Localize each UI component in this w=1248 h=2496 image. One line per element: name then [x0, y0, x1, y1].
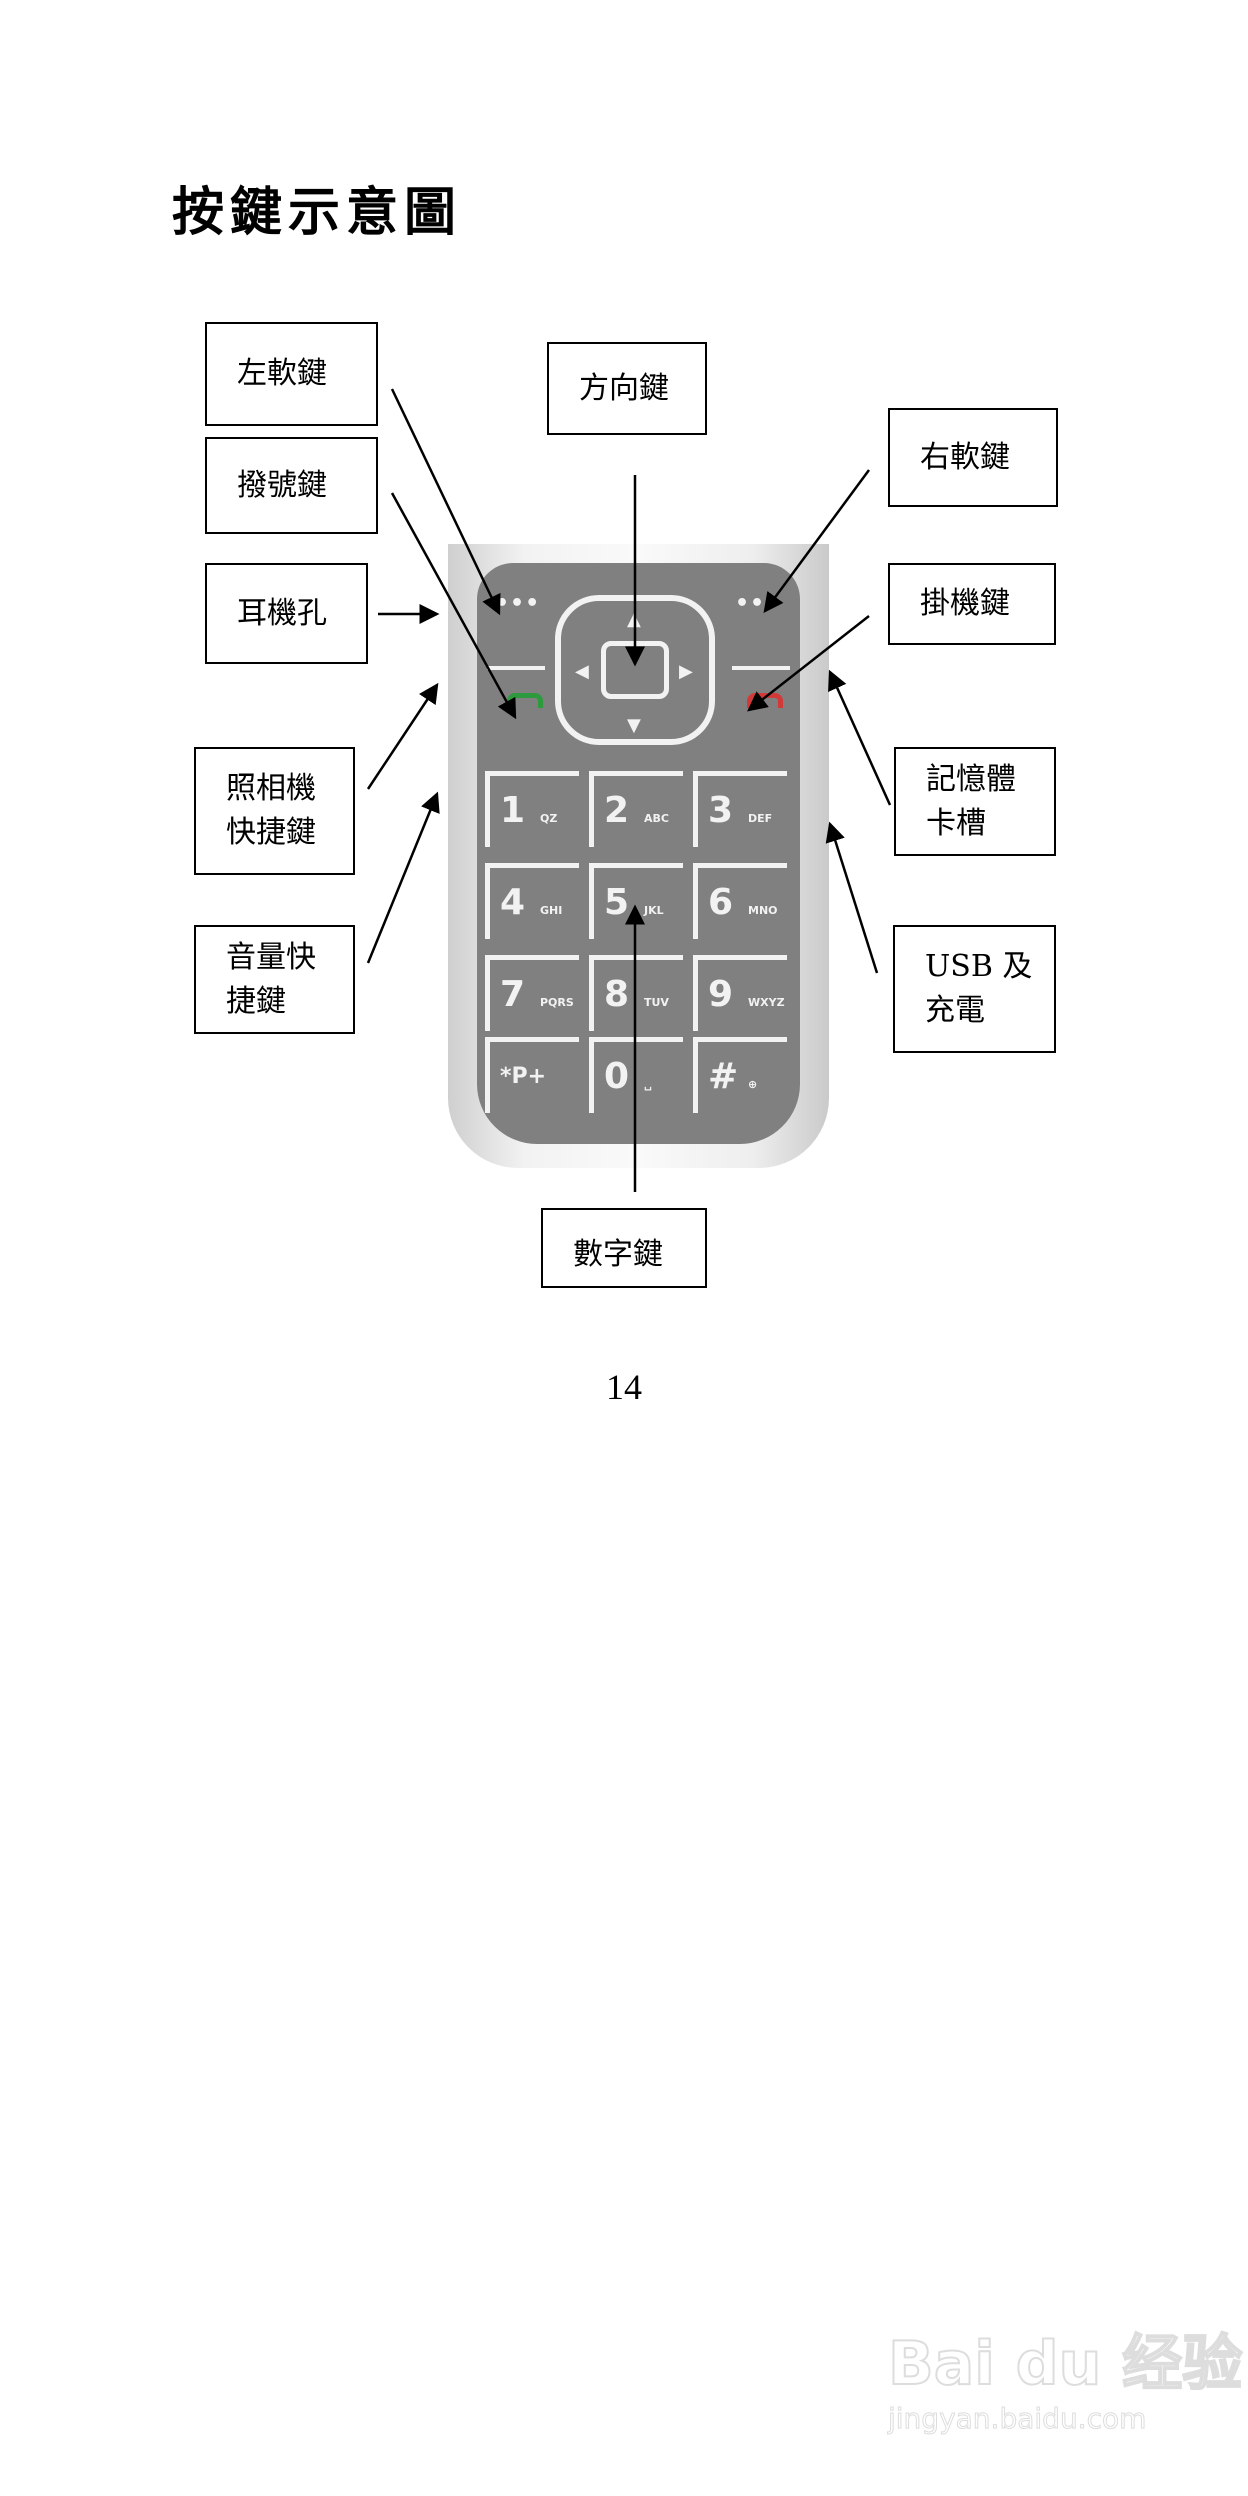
- label-text: 音量快: [226, 939, 316, 975]
- baidu-watermark: Bai du 经验 jingyan.baidu.com: [887, 2315, 1243, 2436]
- nav-ring: ▲ ▼ ◀ ▶: [555, 595, 715, 745]
- key-letters: PQRS: [540, 996, 574, 1009]
- key-letters: MNO: [748, 904, 778, 917]
- label-text: 卡槽: [926, 805, 986, 841]
- key-letters: GHI: [540, 904, 563, 917]
- label-text: 數字鍵: [573, 1237, 663, 1272]
- page-title: 按鍵示意圖: [172, 182, 463, 243]
- label-text: 左軟鍵: [237, 356, 327, 391]
- label-text: 掛機鍵: [920, 586, 1010, 621]
- label-earphone-jack: 耳機孔: [205, 563, 368, 664]
- arrow-down-icon: ▼: [627, 715, 641, 736]
- label-memory-card-slot: 記憶體卡槽: [894, 747, 1056, 856]
- key-digit: *P+: [500, 1064, 547, 1089]
- key-digit: 9: [708, 974, 734, 1015]
- key-letters: TUV: [644, 996, 669, 1009]
- key-letters: DEF: [748, 812, 773, 825]
- key-letters: WXYZ: [748, 996, 785, 1009]
- arrow-memory: [828, 669, 892, 806]
- key-digit: 2: [604, 790, 630, 831]
- arrow-usb: [825, 821, 879, 974]
- key-11: #⊕: [693, 1037, 787, 1113]
- label-camera-shortcut: 照相機快捷鍵: [194, 747, 355, 875]
- arrow-left-icon: ◀: [575, 661, 589, 682]
- divider: [487, 666, 545, 670]
- label-text: 照相機: [226, 771, 316, 806]
- key-letters: JKL: [644, 904, 664, 917]
- label-text: 方向鍵: [579, 370, 669, 406]
- label-text: 耳機孔: [237, 595, 327, 631]
- key-digit: #: [708, 1056, 739, 1097]
- nav-center-key: [601, 641, 669, 699]
- label-number-keys: 數字鍵: [541, 1208, 707, 1288]
- label-text: 右軟鍵: [920, 439, 1010, 475]
- left-soft-key: •••: [495, 591, 541, 616]
- key-digit: 3: [708, 790, 734, 831]
- label-dial-key: 撥號鍵: [205, 437, 378, 534]
- key-letters: ␣: [644, 1078, 652, 1091]
- key-digit: 7: [500, 974, 526, 1015]
- key-letters: QZ: [540, 812, 558, 825]
- key-10: 0␣: [589, 1037, 683, 1113]
- watermark-url: jingyan.baidu.com: [887, 2402, 1147, 2436]
- arrow-up-icon: ▲: [627, 609, 641, 630]
- right-soft-key: •••: [735, 591, 781, 616]
- key-digit: 4: [500, 882, 526, 923]
- key-9: *P+: [485, 1037, 579, 1113]
- label-nav-key: 方向鍵: [547, 342, 707, 435]
- key-digit: 6: [708, 882, 734, 923]
- label-volume-shortcut: 音量快捷鍵: [194, 925, 355, 1034]
- key-letters: ⊕: [748, 1078, 758, 1091]
- key-digit: 0: [604, 1056, 630, 1097]
- label-left-soft-key: 左軟鍵: [205, 322, 378, 426]
- label-text: 捷鍵: [226, 983, 286, 1019]
- key-digit: 8: [604, 974, 630, 1015]
- label-usb-charging: USB 及充電: [893, 925, 1056, 1053]
- label-text: 撥號鍵: [237, 467, 327, 503]
- label-text: 快捷鍵: [226, 815, 316, 850]
- arrow-right-icon: ▶: [679, 661, 693, 682]
- label-right-soft-key: 右軟鍵: [888, 408, 1058, 507]
- divider: [732, 666, 790, 670]
- watermark-logo: Bai du 经验: [887, 2328, 1243, 2400]
- key-digit: 5: [604, 882, 630, 923]
- page-number: 14: [606, 1367, 642, 1407]
- key-digit: 1: [500, 790, 526, 831]
- label-text: USB 及: [925, 949, 1033, 984]
- label-end-key: 掛機鍵: [888, 563, 1056, 645]
- end-key-icon: [747, 693, 783, 708]
- label-text: 充電: [925, 993, 985, 1028]
- arrow-volume: [366, 791, 440, 964]
- label-text: 記憶體: [926, 761, 1016, 797]
- call-key-icon: [507, 693, 543, 708]
- key-letters: ABC: [644, 812, 669, 825]
- arrow-camera: [366, 682, 439, 790]
